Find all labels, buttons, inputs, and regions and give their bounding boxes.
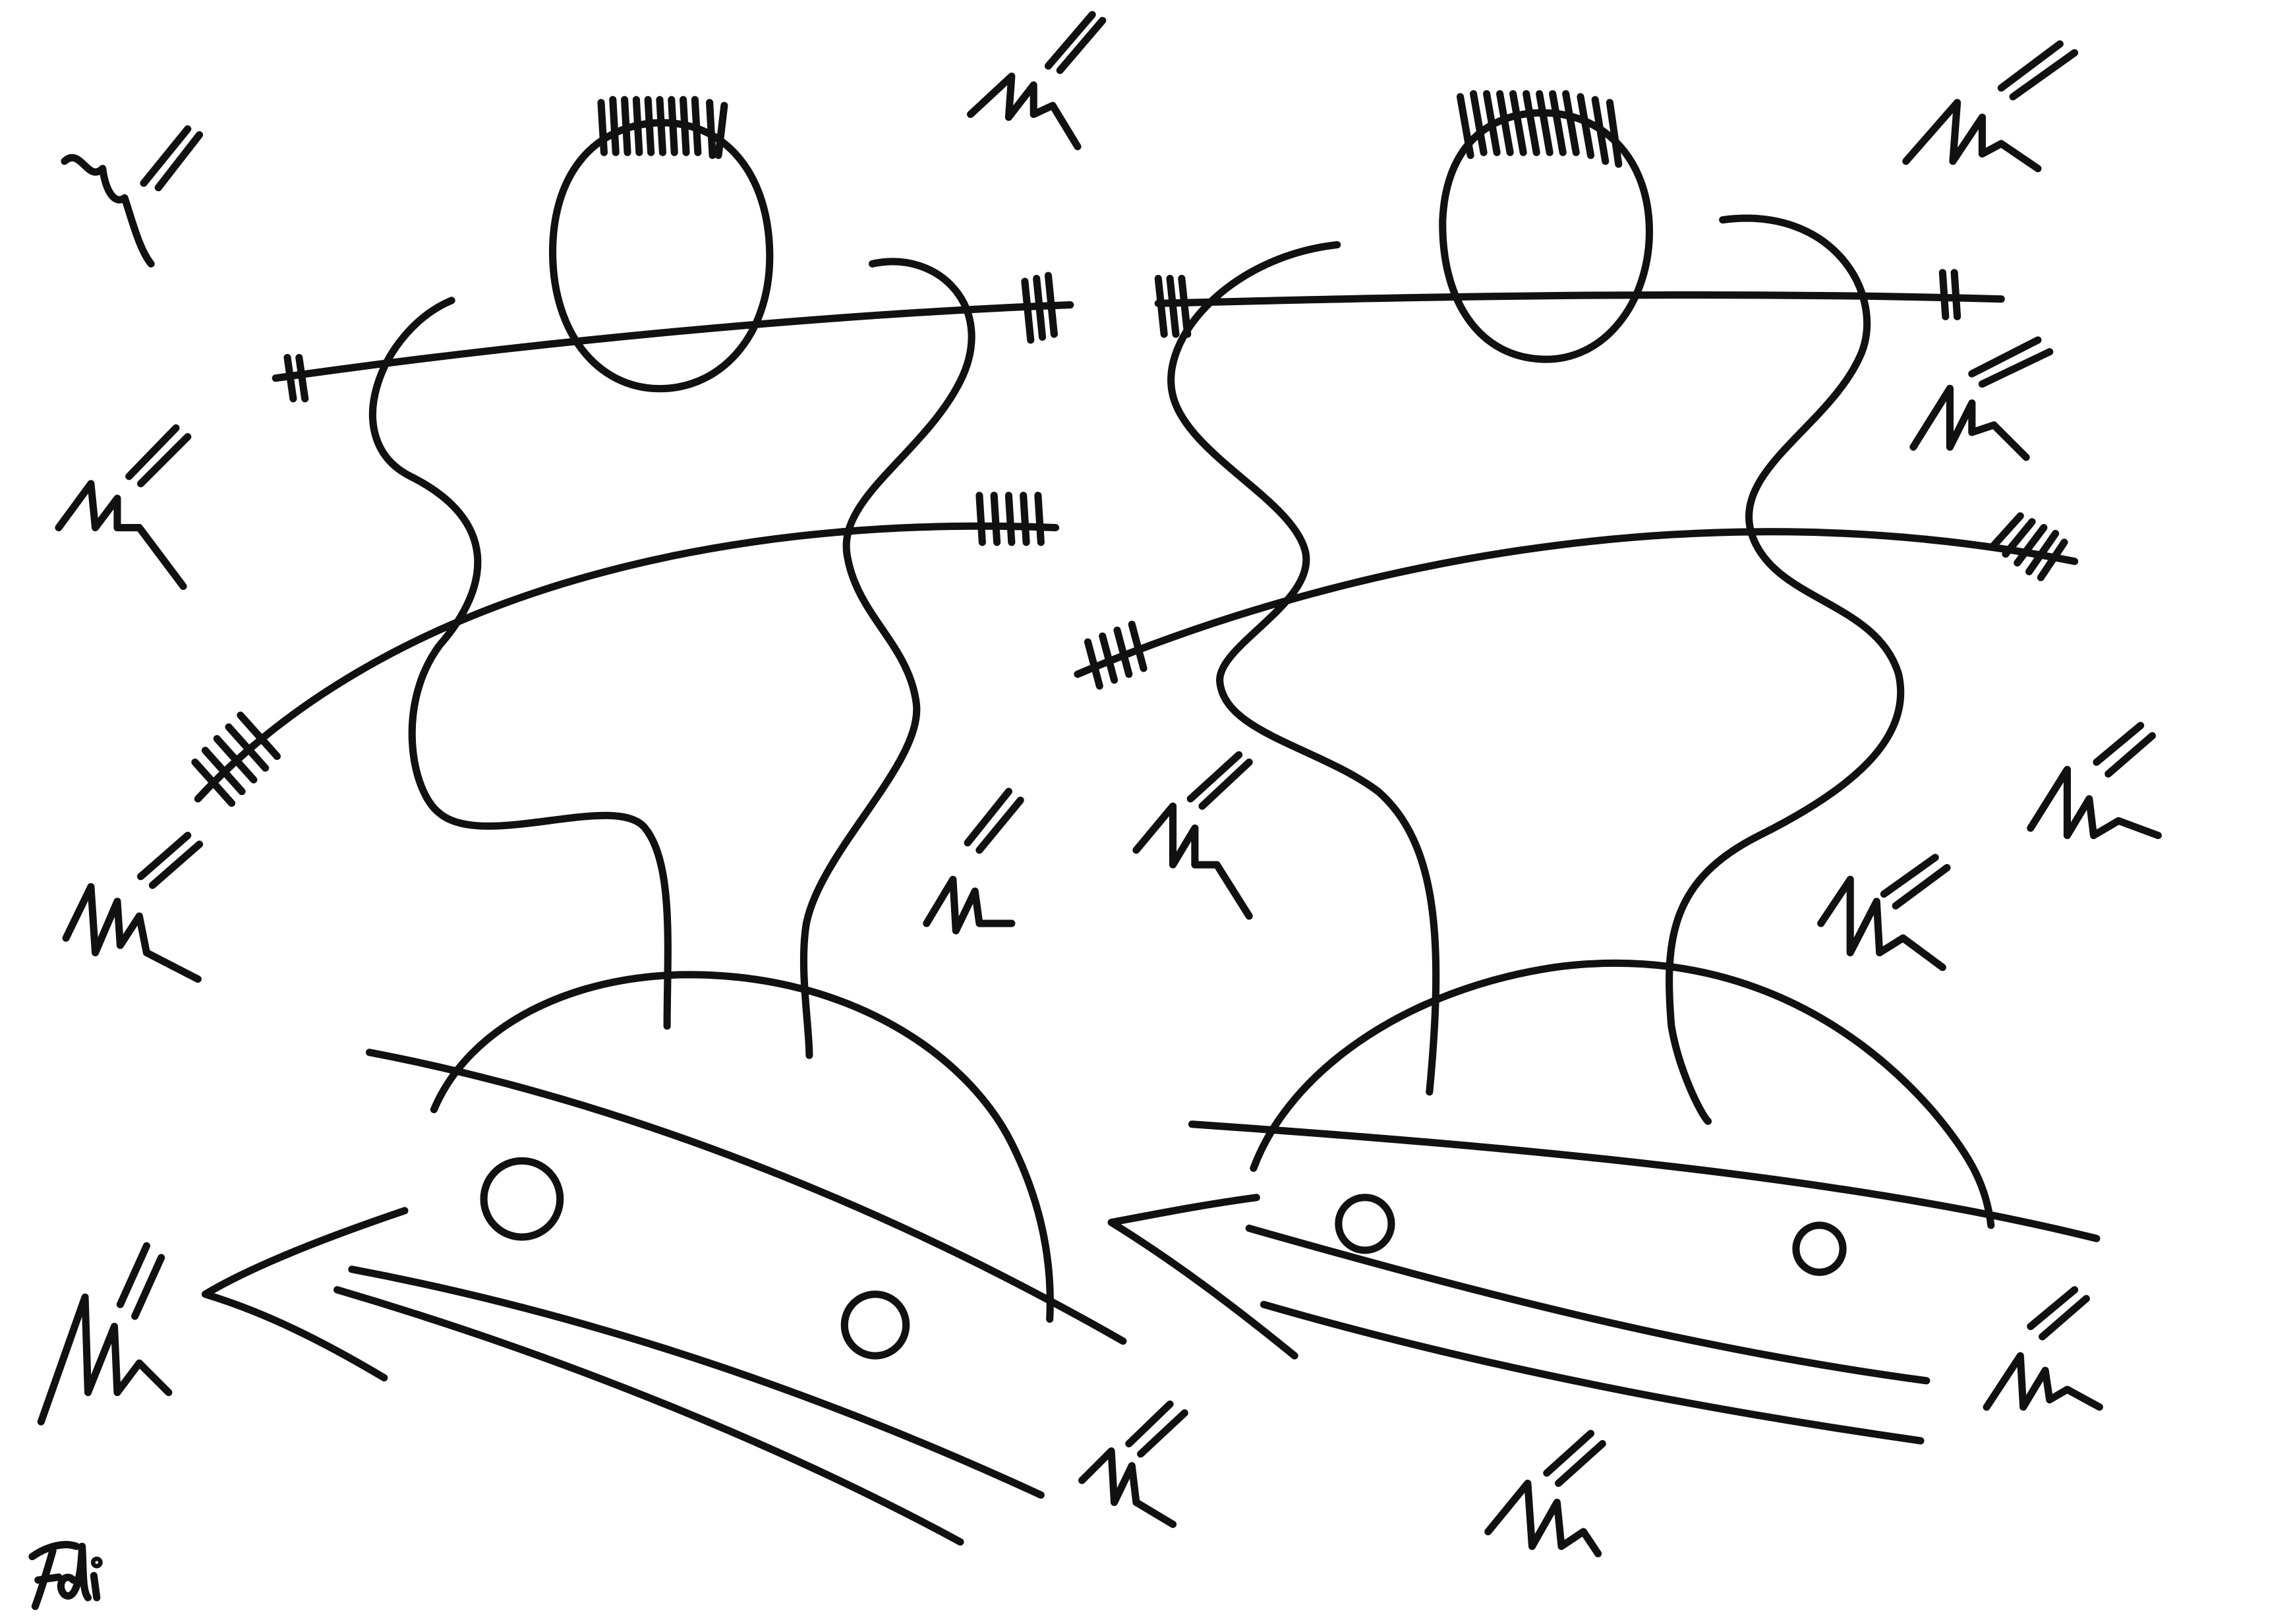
scribble-mark <box>967 11 1107 150</box>
right-figure-arm-bar <box>1154 291 2005 307</box>
scribble-mark <box>1817 854 1951 972</box>
left-saucer-top-rim <box>365 1049 1127 1345</box>
artist-signature <box>28 1541 103 1610</box>
scribble-mark <box>2027 722 2162 840</box>
left-saucer-stripe-1 <box>348 1265 1045 1499</box>
scribble-mark <box>1902 40 2079 173</box>
right-saucer-front <box>1107 1194 1298 1360</box>
left-saucer-window-1 <box>480 1157 564 1241</box>
left-figure-hip-ticks <box>191 492 1045 807</box>
left-saucer-front <box>201 1207 409 1381</box>
scribble-mark <box>1983 1286 2103 1411</box>
scribble-mark <box>1078 1400 1188 1528</box>
right-figure-hip-ticks <box>1084 512 2068 690</box>
right-saucer-top-rim <box>1188 1120 2101 1242</box>
scribble-mark <box>923 788 1024 935</box>
right-figure-body-right <box>1666 214 1905 1125</box>
scribble-mark <box>1909 336 2054 461</box>
right-figure-hip-bar <box>1074 528 2079 678</box>
left-saucer-dome <box>430 971 1054 1323</box>
right-saucer-window-1 <box>1335 1194 1395 1254</box>
left-figure <box>191 96 1127 1546</box>
left-figure-arm-bar <box>272 301 1074 382</box>
left-figure-hair <box>597 96 728 160</box>
left-figure-body-left <box>369 297 672 1030</box>
right-saucer-dome <box>1250 959 1995 1229</box>
right-saucer-stripe-1 <box>1245 1225 1930 1385</box>
scribble-mark <box>62 832 204 983</box>
right-figure <box>1074 90 2101 1445</box>
right-figure-hair <box>1456 90 1623 168</box>
right-figure-body-left <box>1167 241 1440 1096</box>
left-figure-arm-ticks <box>283 272 1058 403</box>
scribble-mark <box>1132 751 1253 920</box>
left-saucer-window-2 <box>840 1290 910 1360</box>
left-figure-body-right <box>799 258 975 1059</box>
left-figure-head <box>549 119 774 393</box>
left-figure-hip-bar <box>194 522 1060 803</box>
scribble-mark <box>37 1242 173 1426</box>
right-saucer-window-2 <box>1792 1221 1847 1276</box>
scribble-mark <box>1484 1430 1606 1557</box>
left-saucer-stripe-2 <box>334 1286 964 1546</box>
scribble-mark <box>61 125 204 268</box>
right-saucer-stripe-2 <box>1260 1300 1925 1445</box>
scribble-marks <box>37 11 2162 1557</box>
scribble-mark <box>55 424 192 591</box>
